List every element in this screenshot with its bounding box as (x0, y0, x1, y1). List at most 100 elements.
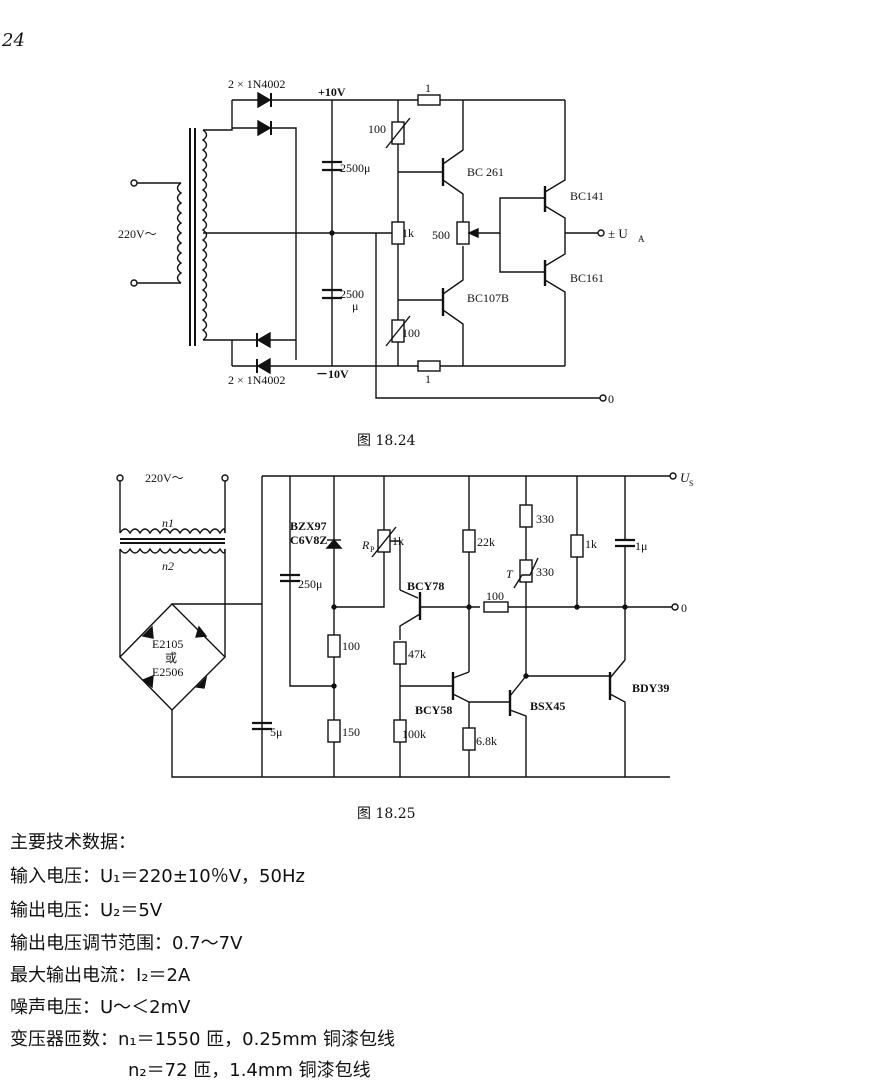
resistor-47k (393, 641, 407, 665)
label-pot500: 500 (432, 228, 450, 242)
transformer-secondary-coil (201, 129, 208, 341)
label-cap1u: 1μ (635, 539, 647, 553)
label-ground: 0 (608, 392, 614, 406)
label-output: ± U (608, 226, 628, 241)
resistor-bottom-1ohm (417, 360, 441, 372)
label-r1k: 1k (585, 537, 597, 551)
spec-heading: 主要技术数据： (10, 832, 136, 853)
capacitor-1u (615, 538, 635, 548)
figure-caption-18-24: 图 18.24 (357, 433, 416, 449)
label-rp-val: 1k (392, 534, 404, 548)
label-r330a: 330 (536, 512, 554, 526)
transistor-bc141 (543, 100, 566, 233)
transistor-bdy39 (608, 659, 626, 777)
circuit-diagram-fig-18-25: 220V～ n1 n2 E2105 或 E2506 5μ 250μ BZX97 … (116, 470, 693, 778)
capacitor-250u (280, 573, 300, 583)
label-rp: R (361, 538, 370, 552)
label-output-0: 0 (681, 601, 687, 615)
label-r1k: 1k (402, 226, 414, 240)
ground-terminal (599, 394, 607, 402)
label-bdy39: BDY39 (632, 681, 669, 695)
label-zener-2: C6V8Z (290, 533, 327, 547)
label-us-sub: S (689, 479, 693, 488)
label-r100: 100 (342, 639, 360, 653)
label-bc261: BC 261 (467, 165, 504, 179)
label-n1: n1 (162, 516, 174, 530)
output-terminal-ua (597, 229, 605, 237)
label-cap2b: μ (352, 299, 358, 313)
label-bc161: BC161 (570, 271, 604, 285)
label-bsx45: BSX45 (530, 699, 565, 713)
resistor-1k (570, 534, 584, 558)
transistor-bc161 (543, 233, 566, 366)
label-r22k: 22k (477, 535, 495, 549)
trimmer-top (385, 117, 411, 149)
label-vpos: +10V (318, 85, 346, 99)
resistor-100 (327, 634, 341, 658)
transformer-primary-coil (176, 182, 183, 284)
label-r100b: 100 (486, 589, 504, 603)
transistor-bcy78 (399, 589, 480, 640)
label-r330b: 330 (536, 565, 554, 579)
label-r47k: 47k (408, 647, 426, 661)
resistor-100-series (483, 601, 509, 613)
label-zener-1: BZX97 (290, 519, 327, 533)
label-cap2a: 2500 (340, 287, 364, 301)
label-bcy58: BCY58 (415, 703, 452, 717)
trimmer-bottom (385, 315, 411, 347)
label-us: U (680, 470, 691, 485)
transistor-bsx45 (508, 675, 610, 777)
terminal-us (669, 472, 677, 480)
label-pot-bottom: 100 (402, 326, 420, 340)
spec-line-input-voltage: 输入电压：U₁＝220±10％V，50Hz (10, 866, 305, 887)
transformer-secondary-n2 (119, 547, 226, 554)
resistor-22k (462, 529, 476, 553)
label-r100k: 100k (402, 727, 426, 741)
label-rp-sub: P (370, 545, 375, 554)
label-r-bottom: 1 (425, 372, 431, 386)
label-vneg: －10V (316, 367, 349, 381)
label-n2: n2 (162, 559, 174, 573)
mains-terminal-right (221, 474, 229, 482)
resistor-6-8k (462, 727, 476, 751)
label-r68k: 6.8k (476, 734, 497, 748)
capacitor-c2 (322, 288, 342, 300)
label-cap1: 2500μ (340, 161, 370, 175)
label-output-sub: A (638, 234, 645, 244)
transformer-primary-n1 (119, 528, 226, 535)
label-cap5: 5μ (270, 725, 282, 739)
page-number: 24 (2, 30, 25, 51)
label-therm-t: T (506, 567, 514, 581)
spec-line-turns-n1: 变压器匝数：n₁＝1550 匝，0.25mm 铜漆包线 (10, 1029, 396, 1050)
capacitor-c1 (322, 160, 342, 172)
spec-line-output-voltage: 输出电压：U₂＝5V (10, 900, 163, 921)
resistor-top-1ohm (417, 94, 441, 106)
label-pot-top: 100 (368, 122, 386, 136)
capacitor-5u (252, 721, 272, 731)
resistor-150 (327, 719, 341, 743)
label-bridge-e2105: E2105 (152, 637, 183, 651)
label-bc141: BC141 (570, 189, 604, 203)
spec-line-adjust-range: 输出电压调节范围：0.7～7V (10, 933, 243, 954)
label-bridge-or: 或 (165, 651, 177, 665)
mains-terminal-left (116, 474, 124, 482)
resistor-330 (519, 504, 533, 528)
label-cap250: 250μ (298, 577, 322, 591)
transistor-bc261 (398, 100, 464, 220)
label-bcy78: BCY78 (407, 579, 444, 593)
figure-caption-18-25: 图 18.25 (357, 806, 416, 822)
resistor-1k (391, 221, 405, 245)
label-mains: 220V～ (118, 227, 157, 241)
spec-line-noise: 噪声电压：U～＜2mV (10, 997, 191, 1018)
transistor-bcy58 (451, 671, 470, 777)
label-bc107b: BC107B (467, 291, 509, 305)
spec-line-turns-n2: n₂＝72 匝，1.4mm 铜漆包线 (128, 1060, 371, 1081)
label-diodes-top: 2 × 1N4002 (228, 77, 285, 91)
transistor-bc107b (398, 246, 464, 366)
label-r-top: 1 (425, 81, 431, 95)
label-r150: 150 (342, 725, 360, 739)
label-mains: 220V～ (145, 471, 184, 485)
terminal-output (671, 603, 679, 611)
circuit-diagram-fig-18-24: 2 × 1N4002 2 × 1N4002 +10V －10V 220V～ 25… (118, 77, 645, 406)
spec-line-max-current: 最大输出电流：I₂＝2A (10, 965, 191, 986)
